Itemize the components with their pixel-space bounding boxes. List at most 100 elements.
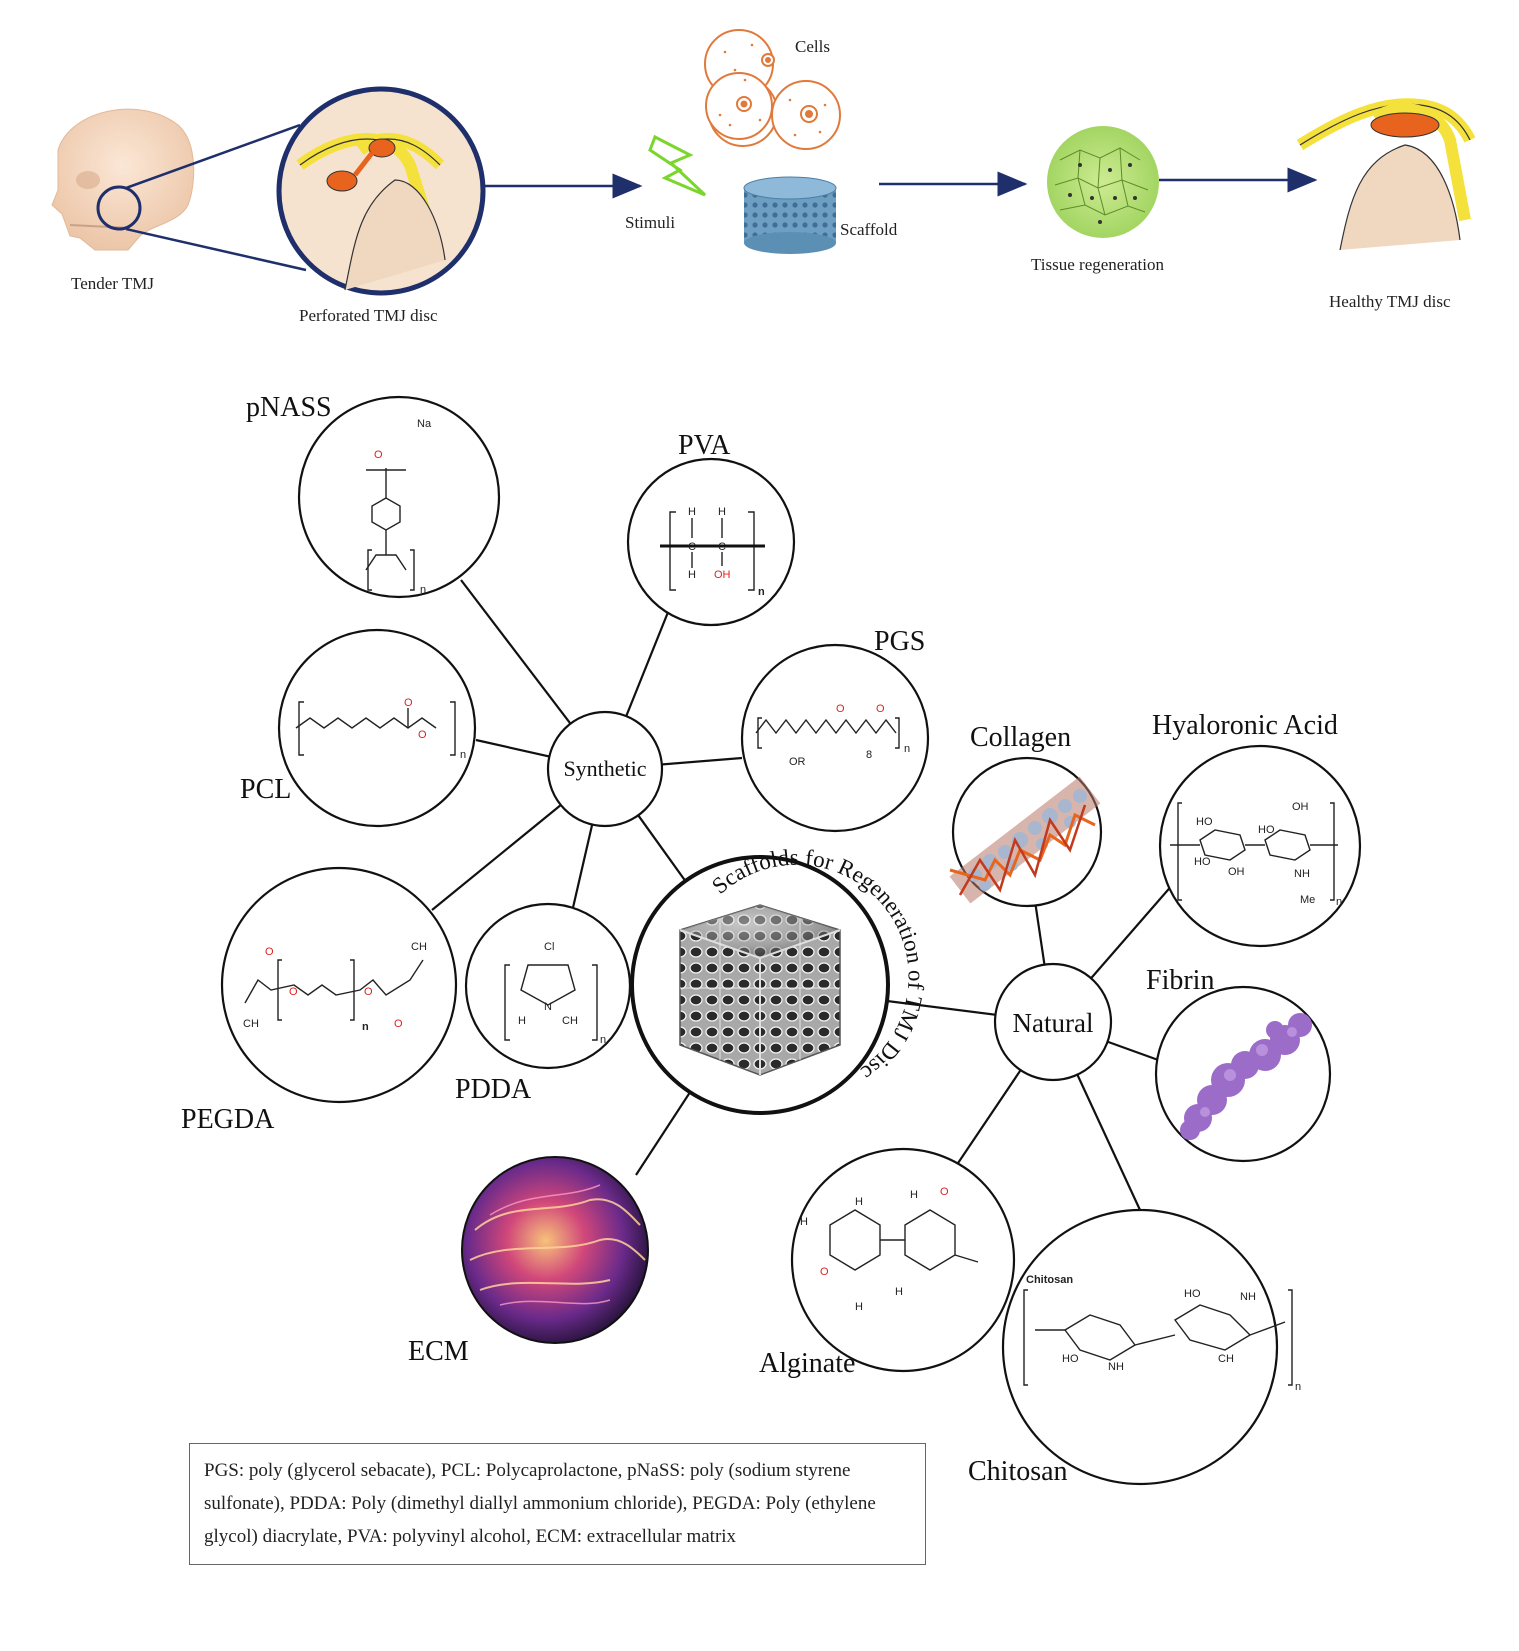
svg-text:n: n [758,586,765,598]
label-pegda: PEGDA [181,1104,275,1135]
svg-text:8: 8 [866,749,872,761]
svg-text:Me: Me [1300,894,1315,906]
svg-text:NH: NH [1108,1361,1124,1373]
scaffold-cylinder-illustration [743,176,837,254]
svg-text:H: H [688,506,696,518]
natural-hub: Natural [993,962,1113,1082]
svg-text:O: O [289,986,298,998]
cell-dots [718,43,827,137]
label-cells: Cells [795,37,830,56]
svg-text:C: C [718,541,726,553]
pnass-node: Na O n [297,395,501,599]
svg-text:Natural: Natural [1013,1008,1094,1038]
svg-text:H: H [718,506,726,518]
svg-text:H: H [800,1216,808,1228]
label-tender-tmj: Tender TMJ [71,274,154,293]
tissue-regeneration-illustration [1047,126,1159,238]
svg-text:HO: HO [1062,1353,1079,1365]
svg-text:O: O [820,1266,829,1278]
fibrin-node [1154,985,1332,1163]
svg-text:H: H [855,1196,863,1208]
svg-text:Chitosan: Chitosan [1026,1274,1073,1286]
svg-text:n: n [362,1021,369,1033]
svg-text:HO: HO [1194,856,1211,868]
perforated-disc-illustration [276,86,486,296]
svg-text:CH: CH [411,941,427,953]
svg-text:Cl: Cl [544,941,554,953]
svg-text:n: n [600,1034,606,1046]
label-healthy-disc: Healthy TMJ disc [1329,292,1451,311]
pva-node: C C H H H OH n [626,457,796,627]
label-scaffold: Scaffold [840,220,898,239]
label-ecm: ECM [408,1336,469,1367]
svg-text:OH: OH [1292,801,1309,813]
svg-text:O: O [418,729,427,741]
label-alginate: Alginate [759,1348,855,1379]
alginate-node: H H H H H O O [790,1147,1016,1373]
label-tissue-regeneration: Tissue regeneration [1031,255,1164,274]
svg-text:CH: CH [243,1018,259,1030]
svg-text:OH: OH [1228,866,1245,878]
svg-text:HO: HO [1196,816,1213,828]
zoom-line-top [125,123,301,190]
label-stimuli: Stimuli [625,213,675,232]
svg-text:CH: CH [562,1015,578,1027]
svg-text:H: H [518,1015,526,1027]
center-scaffold-cube [630,855,890,1115]
label-hyaluronic: Hyaloronic Acid [1152,710,1338,741]
lightning-bolt-icon [648,134,707,197]
pdda-node: Cl N H CH n [464,902,632,1070]
label-pva: PVA [678,430,731,461]
abbreviations-legend: PGS: poly (glycerol sebacate), PCL: Poly… [189,1443,926,1565]
svg-text:n: n [1336,896,1342,908]
svg-text:H: H [895,1286,903,1298]
label-pcl: PCL [240,774,291,805]
svg-text:O: O [364,986,373,998]
svg-text:n: n [1295,1381,1301,1393]
svg-text:HO: HO [1258,824,1275,836]
label-pdda: PDDA [455,1074,532,1105]
svg-text:OR: OR [789,756,806,768]
label-pgs: PGS [874,626,925,657]
svg-text:NH: NH [1294,868,1310,880]
svg-text:O: O [940,1186,949,1198]
pegda-node: O O O O CH CH n [220,866,458,1104]
zoom-line-bottom [125,227,307,272]
synthetic-hub: Synthetic [546,710,664,828]
svg-text:H: H [910,1189,918,1201]
label-collagen: Collagen [970,722,1071,753]
pcl-node: O O n [277,628,477,828]
svg-text:n: n [420,584,426,596]
pgs-node: OR O O 8 n [740,643,930,833]
chitosan-node: Chitosan HO NH HO NH CH n [1001,1208,1301,1486]
tmj-zoom-ring [96,185,142,231]
collagen-node [949,756,1103,908]
svg-text:O: O [394,1018,403,1030]
healthy-disc-illustration [1296,98,1476,251]
svg-text:n: n [460,749,466,761]
svg-text:N: N [544,1001,552,1013]
svg-text:O: O [374,449,383,461]
label-pnass: pNASS [246,392,332,423]
svg-text:n: n [904,743,910,755]
svg-text:H: H [855,1301,863,1313]
svg-text:Na: Na [417,418,432,430]
svg-text:HO: HO [1184,1288,1201,1300]
svg-text:CH: CH [1218,1353,1234,1365]
svg-text:OH: OH [714,569,731,581]
label-perforated-disc: Perforated TMJ disc [299,306,438,325]
cells-illustration [704,29,841,150]
label-chitosan: Chitosan [968,1456,1068,1487]
svg-text:O: O [404,697,413,709]
svg-text:O: O [876,703,885,715]
ecm-node [461,1156,649,1344]
svg-text:NH: NH [1240,1291,1256,1303]
hyaluronic-node: HO HO OH HO OH NH Me n [1158,744,1362,948]
svg-text:Synthetic: Synthetic [563,756,646,781]
legend-text: PGS: poly (glycerol sebacate), PCL: Poly… [204,1460,876,1547]
svg-text:C: C [688,541,696,553]
label-fibrin: Fibrin [1146,965,1214,996]
svg-text:H: H [688,569,696,581]
svg-text:O: O [265,946,274,958]
